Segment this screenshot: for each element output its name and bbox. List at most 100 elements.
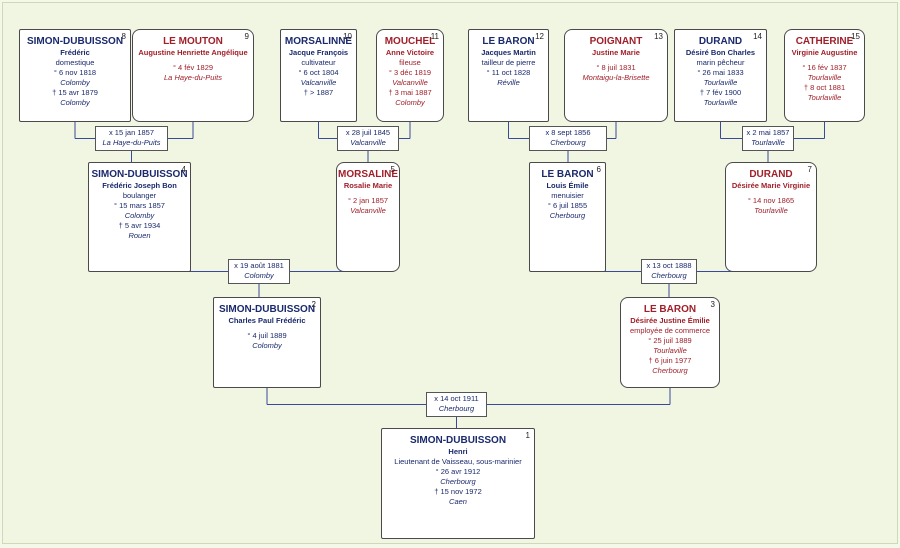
person-detail: ° 6 nov 1818	[53, 68, 97, 77]
person-place: Colomby	[252, 341, 282, 350]
person-detail: marin pêcheur	[696, 58, 745, 67]
marriage-place: Tourlaville	[751, 138, 785, 147]
person-detail: ° 11 oct 1828	[486, 68, 531, 77]
person-given-names: Frédéric Joseph Bon	[102, 181, 177, 190]
person-place: Tourlaville	[754, 206, 788, 215]
marriage-place: Cherbourg	[651, 271, 687, 280]
person-detail: domestique	[55, 58, 95, 67]
person-detail: † 15 avr 1879	[52, 88, 98, 97]
marriage-place: La Haye-du-Puits	[102, 138, 161, 147]
person-detail: ° 26 avr 1912	[435, 467, 481, 476]
marriage-date: x 2 mai 1857	[746, 128, 790, 137]
marriage-date: x 8 sept 1856	[545, 128, 591, 137]
sosa-number: 1	[525, 431, 530, 440]
person-detail: cultivateur	[301, 58, 336, 67]
person-detail: boulanger	[122, 191, 157, 200]
person-detail: † > 1887	[303, 88, 334, 97]
person-surname: MORSALINNE	[284, 36, 353, 47]
person-surname: MOUCHEL	[384, 36, 436, 47]
sosa-number: 4	[181, 165, 186, 174]
person-surname: LE BARON	[541, 169, 594, 180]
marriage-place: Colomby	[244, 271, 274, 280]
person-given-names: Jacque François	[288, 48, 349, 57]
person-place: Tourlaville	[807, 73, 842, 82]
person-place: Colomby	[124, 211, 155, 220]
person-surname: SIMON-DUBUISSON	[91, 169, 188, 180]
person-detail: ° 2 jan 1857	[347, 196, 389, 205]
person-detail: Lieutenant de Vaisseau, sous-marinier	[394, 457, 522, 466]
person-given-names: Désirée Justine Émilie	[630, 316, 710, 325]
sosa-number: 9	[244, 32, 249, 41]
person-place: Colomby	[395, 98, 425, 107]
person-place: Cherbourg	[652, 366, 688, 375]
person-detail: ° 4 juil 1889	[247, 331, 287, 340]
person-place: Valcanville	[300, 78, 337, 87]
person-place: Rouen	[128, 231, 151, 240]
person-given-names: Jacques Martin	[481, 48, 536, 57]
person-detail: ° 14 nov 1865	[747, 196, 795, 205]
sosa-number: 3	[710, 300, 715, 309]
person-given-names: Virginie Augustine	[791, 48, 858, 57]
person-surname: LE BARON	[643, 304, 697, 315]
person-place: Tourlaville	[703, 98, 738, 107]
person-given-names: Louis Émile	[546, 181, 589, 190]
person-given-names: Désirée Marie Virginie	[731, 181, 811, 190]
person-detail: employée de commerce	[629, 326, 711, 335]
sosa-number: 8	[121, 32, 126, 41]
person-detail: ° 15 mars 1857	[114, 201, 165, 210]
person-place: Colomby	[60, 78, 90, 87]
person-place: Cherbourg	[440, 477, 476, 486]
person-detail: ° 4 fév 1829	[172, 63, 214, 72]
person-surname: SIMON-DUBUISSON	[218, 304, 316, 315]
person-place: Caen	[449, 497, 467, 506]
person-detail: ° 3 déc 1819	[388, 68, 432, 77]
person-detail: fileuse	[399, 58, 421, 67]
person-surname: SIMON-DUBUISSON	[409, 435, 507, 446]
sosa-number: 2	[311, 300, 316, 309]
person-given-names: Augustine Henriette Angélique	[138, 48, 248, 57]
marriage-place: Cherbourg	[550, 138, 586, 147]
marriage-date: x 14 oct 1911	[434, 394, 479, 403]
person-detail: ° 26 mai 1833	[697, 68, 744, 77]
person-detail: tailleur de pierre	[481, 58, 536, 67]
marriage-date: x 13 oct 1888	[646, 261, 692, 270]
person-given-names: Charles Paul Frédéric	[228, 316, 306, 325]
marriage-place: Cherbourg	[438, 404, 475, 413]
marriage-date: x 28 juil 1845	[345, 128, 391, 137]
person-surname: DURAND	[749, 169, 793, 180]
marriage-place: Valcanville	[350, 138, 386, 147]
person-surname: CATHERINE	[795, 36, 854, 47]
sosa-number: 11	[430, 32, 439, 41]
person-place: Montaigu-la-Brisette	[582, 73, 650, 82]
person-place: Tourlaville	[703, 78, 738, 87]
sosa-number: 15	[851, 32, 860, 41]
marriage-date: x 15 jan 1857	[108, 128, 155, 137]
marriage-date: x 19 août 1881	[234, 261, 284, 270]
person-detail: † 5 avr 1934	[118, 221, 161, 230]
person-detail: ° 6 oct 1804	[298, 68, 339, 77]
person-place: Réville	[497, 78, 520, 87]
person-detail: menuisier	[551, 191, 584, 200]
